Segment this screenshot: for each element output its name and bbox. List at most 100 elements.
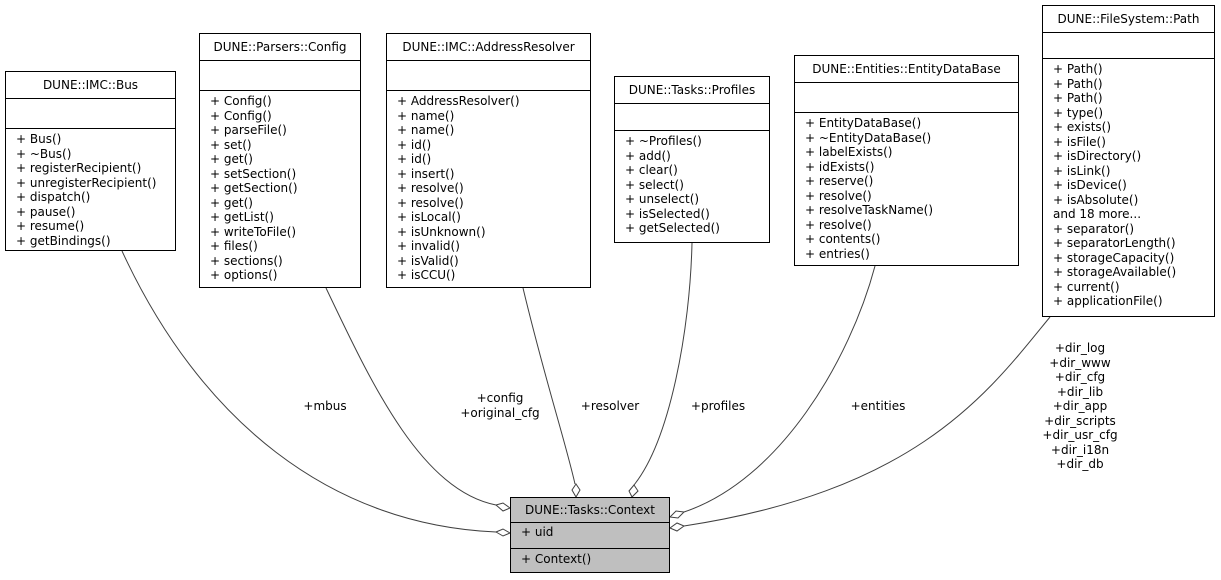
- member-line: + Config(): [210, 94, 272, 108]
- member-line: + labelExists(): [805, 145, 893, 159]
- member-line: +dir_app: [1052, 399, 1108, 413]
- member-line: + unselect(): [625, 192, 700, 206]
- member-line: + storageAvailable(): [1053, 265, 1177, 279]
- member-line: +dir_scripts: [1044, 413, 1116, 428]
- class-box-entity-database[interactable]: DUNE::Entities::EntityDataBase + EntityD…: [794, 55, 1019, 266]
- member-line: + name(): [397, 123, 455, 137]
- member-line: + storageCapacity(): [1053, 250, 1175, 265]
- member-line: +dir_usr_cfg: [1042, 428, 1118, 442]
- class-box-profiles[interactable]: DUNE::Tasks::Profiles + ~Profiles()+ add…: [614, 76, 770, 243]
- member-line: + isLocal(): [397, 210, 461, 224]
- member-line: + isLink(): [1053, 163, 1111, 178]
- member-line: + insert(): [397, 166, 455, 181]
- diamond-profiles: [628, 484, 639, 498]
- member-line: + getBindings(): [16, 233, 111, 248]
- member-line: +profiles: [690, 399, 746, 413]
- member-line: + isFile(): [1053, 134, 1106, 149]
- operation-list: + Context(): [511, 549, 669, 567]
- member-line: + set(): [210, 137, 252, 152]
- class-name: DUNE::Parsers::Config: [200, 34, 360, 61]
- edge-label-mbus: +mbus: [290, 399, 360, 414]
- member-line: +dir_db: [1056, 457, 1104, 471]
- member-line: + applicationFile(): [1053, 294, 1163, 308]
- member-line: + type(): [1053, 105, 1104, 120]
- member-line: + get(): [210, 195, 253, 210]
- member-line: + id(): [397, 152, 432, 166]
- member-line: + AddressResolver(): [397, 94, 520, 108]
- member-line: + name(): [397, 108, 455, 123]
- edge-mbus: [121, 250, 497, 533]
- member-line: + resume(): [16, 219, 85, 233]
- edge-resolver: [522, 287, 576, 485]
- member-line: + clear(): [625, 163, 678, 177]
- diamond-resolver: [571, 483, 581, 499]
- diamond-config: [494, 502, 512, 512]
- member-line: + resolve(): [397, 181, 464, 195]
- edge-path: [683, 316, 1051, 527]
- member-line: + sections(): [210, 253, 283, 268]
- attribute-section: [200, 61, 360, 91]
- member-line: +dir_log: [1054, 341, 1106, 355]
- operation-list: + EntityDataBase()+ ~EntityDataBase()+ l…: [795, 113, 1018, 261]
- edge-profiles: [633, 242, 693, 486]
- member-line: +dir_cfg: [1054, 370, 1106, 384]
- class-name: DUNE::Tasks::Context: [511, 498, 669, 523]
- class-name: DUNE::Entities::EntityDataBase: [795, 56, 1018, 83]
- member-line: + Context(): [521, 552, 592, 566]
- member-line: + isValid(): [397, 253, 459, 268]
- member-line: + ~EntityDataBase(): [805, 130, 932, 145]
- member-line: + ~Bus(): [16, 146, 72, 161]
- class-name: DUNE::FileSystem::Path: [1043, 6, 1214, 33]
- member-line: + options(): [210, 268, 278, 282]
- operation-list: + Path()+ Path()+ Path()+ type()+ exists…: [1043, 59, 1214, 309]
- member-line: + ~Profiles(): [625, 134, 702, 148]
- class-name: DUNE::IMC::Bus: [6, 72, 175, 99]
- member-line: +resolver: [580, 399, 640, 413]
- member-line: + invalid(): [397, 239, 460, 253]
- attribute-section: [6, 99, 175, 129]
- member-line: +dir_lib: [1056, 384, 1104, 399]
- class-box-bus[interactable]: DUNE::IMC::Bus + Bus()+ ~Bus()+ register…: [5, 71, 176, 251]
- edge-label-path: +dir_log+dir_www+dir_cfg+dir_lib+dir_app…: [1030, 341, 1130, 472]
- member-line: + Path(): [1053, 91, 1103, 105]
- operation-list: + Bus()+ ~Bus()+ registerRecipient()+ un…: [6, 129, 175, 248]
- edge-label-resolver: +resolver: [570, 399, 650, 414]
- member-line: + separator(): [1053, 221, 1135, 236]
- member-line: +original_cfg: [460, 405, 540, 420]
- attribute-section: [615, 104, 769, 131]
- diamond-path: [668, 522, 686, 532]
- diamond-mbus: [494, 528, 512, 537]
- attribute-list: + uid: [511, 523, 669, 549]
- member-line: + current(): [1053, 279, 1120, 294]
- edge-entities: [683, 265, 876, 513]
- attribute-section: [387, 61, 590, 91]
- member-line: +dir_www: [1049, 355, 1111, 370]
- member-line: and 18 more...: [1053, 207, 1142, 221]
- member-line: +mbus: [303, 399, 347, 413]
- attribute-section: [795, 83, 1018, 113]
- class-box-context[interactable]: DUNE::Tasks::Context + uid + Context(): [510, 497, 670, 573]
- operation-list: + ~Profiles()+ add()+ clear()+ select()+…: [615, 131, 769, 236]
- class-box-filesystem-path[interactable]: DUNE::FileSystem::Path + Path()+ Path()+…: [1042, 5, 1215, 317]
- member-line: + Path(): [1053, 76, 1103, 91]
- member-line: + getSelected(): [625, 221, 720, 235]
- member-line: + isCCU(): [397, 268, 456, 282]
- member-line: + parseFile(): [210, 123, 287, 137]
- member-line: + unregisterRecipient(): [16, 175, 157, 190]
- member-line: + registerRecipient(): [16, 161, 142, 175]
- member-line: +dir_i18n: [1050, 442, 1110, 457]
- member-line: + select(): [625, 177, 684, 192]
- member-line: + uid: [521, 525, 554, 539]
- class-box-config[interactable]: DUNE::Parsers::Config + Config()+ Config…: [199, 33, 361, 288]
- class-box-address-resolver[interactable]: DUNE::IMC::AddressResolver + AddressReso…: [386, 33, 591, 288]
- member-line: + id(): [397, 137, 432, 152]
- member-line: + add(): [625, 148, 671, 163]
- edge-label-profiles: +profiles: [680, 399, 756, 414]
- edge-label-entities: +entities: [840, 399, 916, 414]
- member-line: + get(): [210, 152, 253, 166]
- member-line: + setSection(): [210, 166, 297, 181]
- member-line: + isAbsolute(): [1053, 192, 1139, 207]
- member-line: + EntityDataBase(): [805, 116, 922, 130]
